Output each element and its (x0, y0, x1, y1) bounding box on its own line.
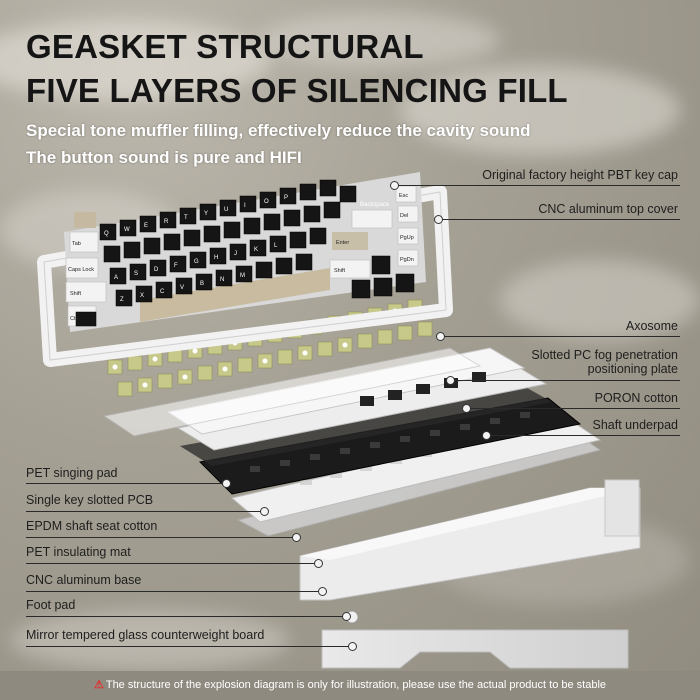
keycap-legend-a: A (114, 275, 118, 281)
label-aluminum-base: CNC aluminum base (26, 573, 142, 587)
aluminum-base-layer (299, 479, 641, 601)
label-pcb: Single key slotted PCB (26, 493, 154, 507)
warning-icon: ⚠ (93, 679, 104, 691)
keycap-legend-u: U (224, 207, 228, 213)
leader-dot-poron-cotton (462, 404, 471, 413)
label-pc-plate: Slotted PC fog penetration positioning p… (531, 348, 678, 377)
keycap-legend-x: X (140, 293, 144, 299)
pc-plate-layer (102, 347, 482, 437)
glass-counterweight-layer (321, 610, 629, 669)
keycap-legend-tab: Tab (72, 241, 81, 247)
leader-line-pc-plate (450, 380, 680, 381)
keycap-set: Backspace Q W E R T Y U I O P A S D F G … (64, 172, 426, 332)
leader-line-pet-insulating-mat (26, 563, 318, 564)
leader-dot-pbt-keycap (390, 181, 399, 190)
keycap-legend-c: C (160, 289, 165, 295)
label-pbt-keycap: Original factory height PBT key cap (482, 168, 678, 182)
keycap-legend-f: F (174, 263, 178, 269)
keycap-legend-w: W (124, 227, 130, 233)
keycap-legend-i: I (244, 203, 246, 209)
label-top-cover: CNC aluminum top cover (538, 202, 678, 216)
keycap-legend-enter: Enter (336, 240, 349, 246)
keycap-legend-b: B (200, 281, 204, 287)
label-epdm-cotton: EPDM shaft seat cotton (26, 519, 158, 533)
leader-dot-pet-insulating-mat (314, 559, 323, 568)
keycap-legend-shift-left: Shift (70, 291, 81, 297)
leader-line-glass-counterweight (26, 646, 352, 647)
keycap-legend-h: H (214, 255, 218, 261)
keycap-legend-g: G (194, 259, 199, 265)
keycap-legend-n: N (220, 277, 224, 283)
leader-dot-aluminum-base (318, 587, 327, 596)
leader-line-poron-cotton (466, 408, 680, 409)
keycap-legend-y: Y (204, 211, 208, 217)
leader-dot-foot-pad (342, 612, 351, 621)
leader-line-foot-pad (26, 616, 346, 617)
disclaimer-text: The structure of the explosion diagram i… (105, 679, 607, 691)
leader-line-epdm-cotton (26, 537, 296, 538)
keycap-legend-k: K (254, 247, 258, 253)
label-glass-counterweight: Mirror tempered glass counterweight boar… (26, 628, 265, 642)
keycap-legend-e: E (144, 223, 148, 229)
leader-line-shaft-underpad (486, 435, 680, 436)
label-axosome: Axosome (625, 319, 678, 333)
leader-dot-pet-singing-pad (222, 479, 231, 488)
keycap-legend-r: R (164, 219, 169, 225)
leader-dot-shaft-underpad (482, 431, 491, 440)
leader-line-pbt-keycap (394, 185, 680, 186)
keycap-legend-backspace: Backspace (360, 202, 390, 208)
label-poron-cotton: PORON cotton (594, 391, 678, 405)
keycap-legend-pgup: PgUp (400, 235, 414, 241)
leader-line-pet-singing-pad (26, 483, 226, 484)
keycap-legend-l: L (274, 243, 278, 249)
keycap-legend-v: V (180, 285, 184, 291)
label-foot-pad: Foot pad (26, 598, 76, 612)
keycap-legend-del: Del (400, 213, 408, 219)
leader-dot-glass-counterweight (348, 642, 357, 651)
keycap-legend-q: Q (104, 231, 109, 237)
leader-dot-axosome (436, 332, 445, 341)
keycap-legend-o: O (264, 199, 269, 205)
subheadline-line-1: Special tone muffler filling, effectivel… (26, 121, 531, 140)
keycap-legend-p: P (284, 195, 288, 201)
disclaimer-bar: ⚠The structure of the explosion diagram … (0, 671, 700, 700)
label-shaft-underpad: Shaft underpad (592, 418, 679, 432)
keycap-legend-d: D (154, 267, 159, 273)
leader-line-axosome (440, 336, 680, 337)
keycap-legend-shift-right: Shift (334, 268, 345, 274)
keycap-legend-caps-lock: Caps Lock (68, 267, 94, 273)
leader-dot-epdm-cotton (292, 533, 301, 542)
label-pet-insulating-mat: PET insulating mat (26, 545, 131, 559)
keycap-legend-m: M (240, 273, 245, 279)
keycap-legend-z: Z (120, 297, 124, 303)
keycap-legend-esc: Esc (399, 193, 408, 199)
keycap-legend-t: T (184, 215, 188, 221)
pet-singing-pad-layer (180, 384, 552, 466)
label-pet-singing-pad: PET singing pad (26, 466, 118, 480)
headline-line-1: GEASKET STRUCTURAL (26, 28, 424, 65)
leader-line-top-cover (438, 219, 680, 220)
leader-line-aluminum-base (26, 591, 322, 592)
keycap-legend-j: J (234, 251, 237, 257)
leader-dot-top-cover (434, 215, 443, 224)
subheadline-line-2: The button sound is pure and HIFI (26, 148, 302, 167)
leader-dot-pcb (260, 507, 269, 516)
leader-dot-pc-plate (446, 376, 455, 385)
keycap-legend-ctrl: Ctrl (70, 316, 79, 322)
keycap-legend-pgdn: PgDn (400, 257, 414, 263)
leader-line-pcb (26, 511, 264, 512)
headline-line-2: FIVE LAYERS OF SILENCING FILL (26, 72, 568, 109)
keycap-legend-s: S (134, 271, 138, 277)
